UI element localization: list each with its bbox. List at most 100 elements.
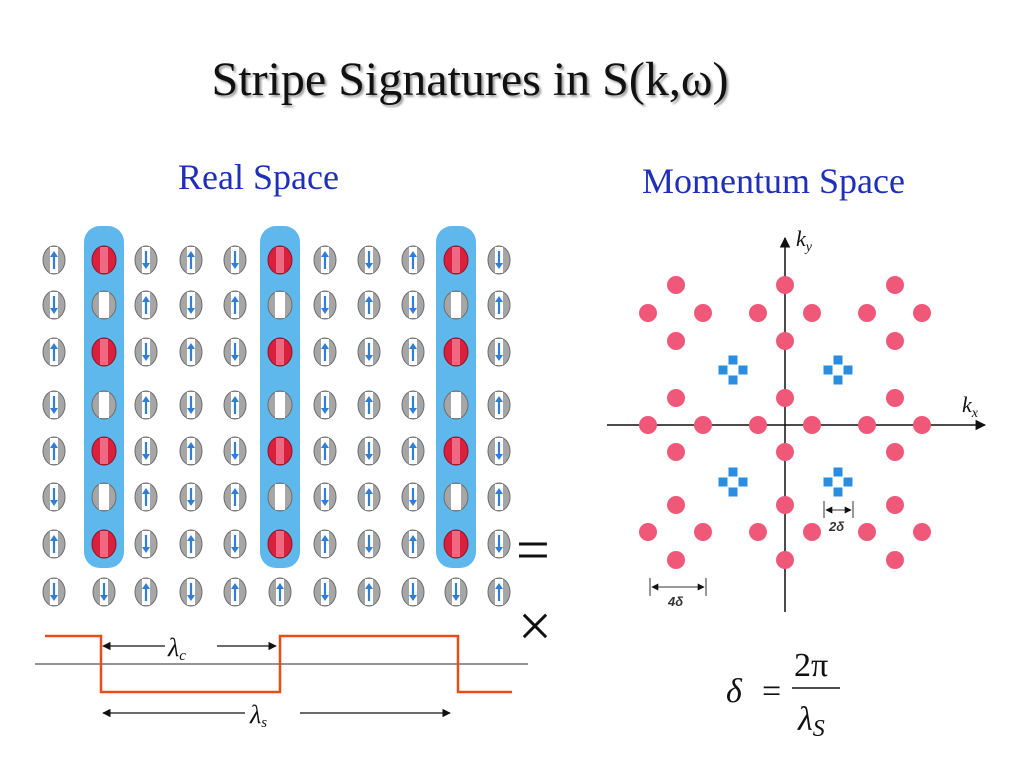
spin-site bbox=[223, 577, 247, 607]
charge-site-hole bbox=[443, 529, 469, 559]
pink-peak bbox=[694, 304, 712, 322]
spin-lattice bbox=[42, 245, 511, 607]
spin-site bbox=[401, 577, 425, 607]
formula-lhs: δ bbox=[726, 673, 743, 710]
two-delta-label: 2δ bbox=[828, 519, 844, 534]
formula-denominator: λS bbox=[797, 701, 825, 742]
spin-site bbox=[487, 290, 511, 320]
pink-peak bbox=[776, 332, 794, 350]
spin-site bbox=[487, 482, 511, 512]
pink-peak bbox=[749, 304, 767, 322]
blue-peak-cluster bbox=[823, 355, 853, 385]
pink-peak bbox=[776, 443, 794, 461]
charge-modulation: λc λs bbox=[35, 633, 528, 731]
pink-peak bbox=[694, 416, 712, 434]
spin-site bbox=[357, 290, 381, 320]
pink-peak bbox=[803, 304, 821, 322]
pink-peak bbox=[803, 416, 821, 434]
spin-site bbox=[313, 337, 337, 367]
spin-site bbox=[223, 337, 247, 367]
step-function-line bbox=[45, 634, 512, 694]
spin-site bbox=[357, 577, 381, 607]
pink-peak bbox=[639, 523, 657, 541]
spin-site bbox=[401, 436, 425, 466]
lambda-c-label: λc bbox=[167, 633, 186, 664]
spin-site bbox=[179, 577, 203, 607]
spin-site bbox=[401, 529, 425, 559]
pink-peak bbox=[913, 304, 931, 322]
charge-site-hole bbox=[443, 436, 469, 466]
spin-site bbox=[313, 529, 337, 559]
spin-site bbox=[357, 390, 381, 420]
pink-peak bbox=[749, 416, 767, 434]
formula-numerator: 2π bbox=[794, 647, 828, 684]
spin-site bbox=[313, 436, 337, 466]
lambda-s-label: λs bbox=[249, 700, 267, 731]
blue-peak-cluster bbox=[718, 467, 748, 497]
spin-site bbox=[357, 529, 381, 559]
formula-equals: = bbox=[762, 673, 781, 710]
spin-site bbox=[357, 337, 381, 367]
spin-site bbox=[223, 245, 247, 275]
spin-site bbox=[223, 529, 247, 559]
momentum-space-heading: Momentum Space bbox=[642, 161, 905, 201]
charge-site-empty bbox=[267, 390, 293, 420]
pink-peak bbox=[667, 332, 685, 350]
spin-site bbox=[42, 290, 66, 320]
spin-site bbox=[444, 577, 468, 607]
pink-peak bbox=[886, 389, 904, 407]
charge-site-empty bbox=[267, 482, 293, 512]
charge-site-hole bbox=[91, 245, 117, 275]
spin-site bbox=[313, 390, 337, 420]
charge-site-empty bbox=[267, 290, 293, 320]
pink-peaks bbox=[639, 276, 931, 569]
four-delta-label: 4δ bbox=[667, 594, 683, 609]
spin-site bbox=[223, 482, 247, 512]
pink-peak bbox=[913, 523, 931, 541]
charge-site-empty bbox=[443, 390, 469, 420]
blue-peaks bbox=[718, 355, 853, 497]
spin-site bbox=[401, 337, 425, 367]
charge-site-empty bbox=[443, 290, 469, 320]
pink-peak bbox=[639, 304, 657, 322]
ky-label: ky bbox=[796, 226, 813, 255]
pink-peak bbox=[886, 332, 904, 350]
spin-site bbox=[357, 482, 381, 512]
pink-peak bbox=[694, 523, 712, 541]
spin-site bbox=[42, 482, 66, 512]
spin-site bbox=[42, 337, 66, 367]
spin-site bbox=[42, 245, 66, 275]
pink-peak bbox=[639, 416, 657, 434]
spin-site bbox=[92, 577, 116, 607]
spin-site bbox=[42, 577, 66, 607]
pink-peak bbox=[858, 523, 876, 541]
spin-site bbox=[42, 390, 66, 420]
spin-site bbox=[179, 337, 203, 367]
charge-site-hole bbox=[443, 245, 469, 275]
spin-site bbox=[179, 436, 203, 466]
equals-symbol: = bbox=[516, 517, 550, 583]
spin-site bbox=[487, 436, 511, 466]
pink-peak bbox=[803, 523, 821, 541]
spin-site bbox=[313, 245, 337, 275]
spin-site bbox=[134, 436, 158, 466]
charge-site-empty bbox=[91, 482, 117, 512]
spin-site bbox=[179, 290, 203, 320]
spin-site bbox=[223, 390, 247, 420]
spin-site bbox=[401, 390, 425, 420]
spin-site bbox=[134, 337, 158, 367]
spin-site bbox=[42, 436, 66, 466]
pink-peak bbox=[776, 389, 794, 407]
pink-peak bbox=[886, 496, 904, 514]
charge-site-hole bbox=[443, 337, 469, 367]
spin-site bbox=[313, 577, 337, 607]
pink-peak bbox=[776, 496, 794, 514]
charge-site-empty bbox=[443, 482, 469, 512]
charge-site-hole bbox=[91, 436, 117, 466]
spin-site bbox=[134, 245, 158, 275]
spin-site bbox=[487, 577, 511, 607]
spin-site bbox=[487, 337, 511, 367]
pink-peak bbox=[858, 416, 876, 434]
spin-site bbox=[401, 245, 425, 275]
delta-formula: δ = 2π λS bbox=[726, 647, 840, 742]
